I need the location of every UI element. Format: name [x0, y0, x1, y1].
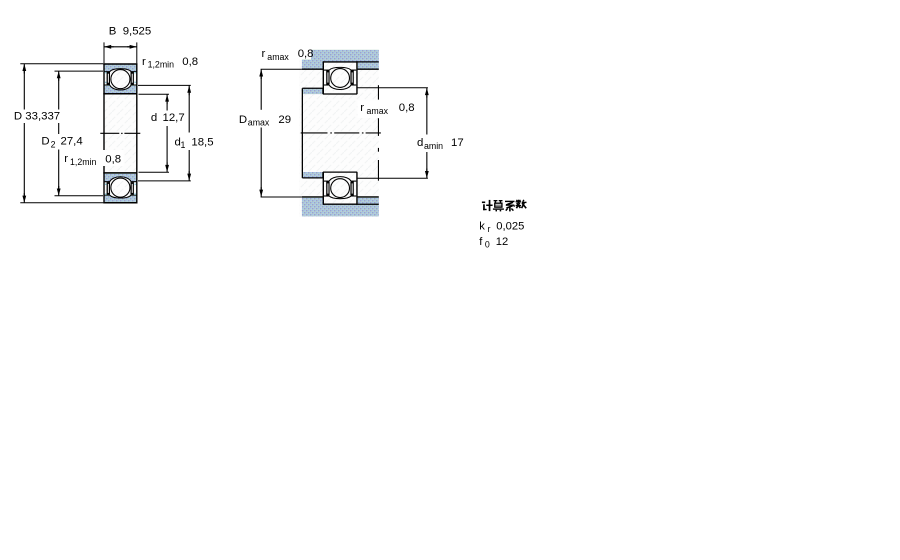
- svg-text:29: 29: [278, 114, 291, 126]
- svg-text:2: 2: [51, 139, 56, 149]
- svg-text:27,4: 27,4: [61, 136, 83, 148]
- svg-text:r: r: [488, 224, 491, 234]
- svg-text:d: d: [417, 137, 423, 149]
- svg-text:1,2min: 1,2min: [70, 157, 97, 167]
- svg-text:B 9,525: B 9,525: [109, 25, 151, 37]
- svg-text:r: r: [262, 48, 266, 60]
- svg-text:17: 17: [451, 137, 464, 149]
- svg-text:f: f: [479, 236, 483, 248]
- svg-text:r: r: [360, 102, 364, 114]
- svg-text:0,8: 0,8: [105, 153, 121, 165]
- svg-text:amin: amin: [424, 141, 443, 151]
- svg-text:D 33,337: D 33,337: [14, 111, 60, 123]
- svg-text:0,8: 0,8: [182, 56, 198, 68]
- svg-text:k: k: [479, 220, 485, 232]
- svg-text:12,7: 12,7: [163, 112, 185, 124]
- svg-text:1,2min: 1,2min: [148, 60, 175, 70]
- svg-text:12: 12: [496, 236, 508, 248]
- svg-text:1: 1: [181, 140, 186, 150]
- svg-text:amax: amax: [248, 118, 270, 128]
- svg-text:amax: amax: [267, 52, 289, 62]
- svg-text:D: D: [239, 114, 247, 126]
- svg-text:0,8: 0,8: [298, 48, 314, 60]
- svg-text:d: d: [151, 112, 157, 124]
- svg-text:D: D: [41, 136, 49, 148]
- svg-text:0,8: 0,8: [399, 102, 415, 114]
- svg-text:0,025: 0,025: [496, 220, 524, 232]
- svg-text:0: 0: [485, 239, 490, 249]
- svg-text:18,5: 18,5: [191, 136, 213, 148]
- svg-text:d: d: [175, 136, 181, 148]
- svg-text:amax: amax: [367, 106, 389, 116]
- svg-text:r: r: [142, 56, 146, 68]
- svg-text:r: r: [64, 153, 68, 165]
